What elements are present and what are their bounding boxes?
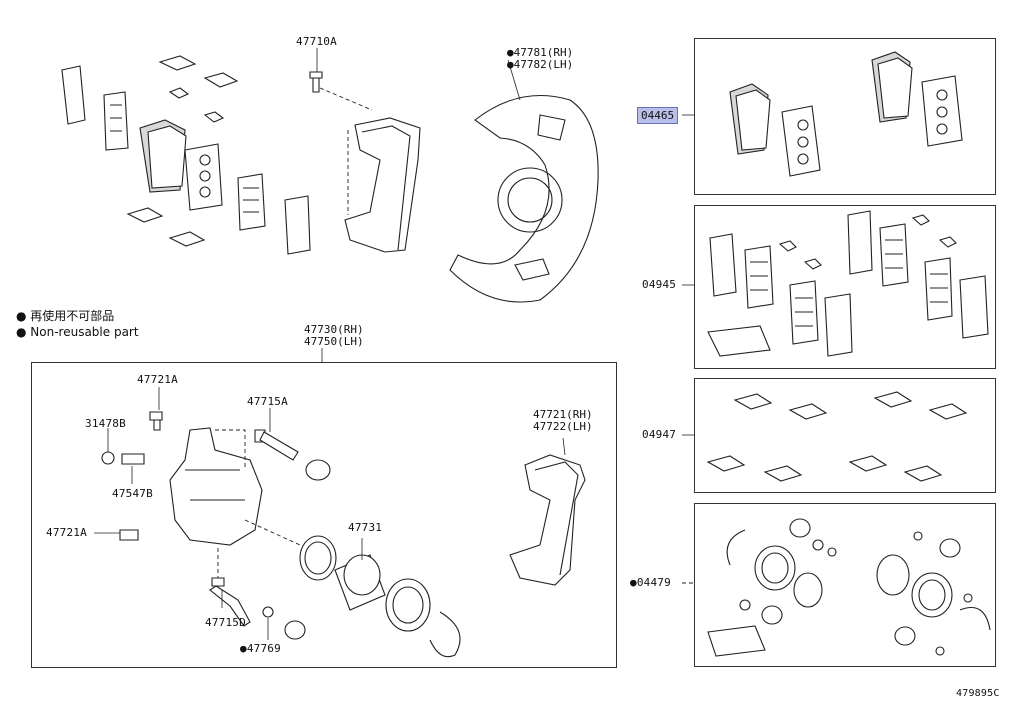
part-label-47721A-top[interactable]: 47721A — [137, 373, 178, 386]
caliper-assembly-illustration — [101, 411, 586, 658]
part-label-47782-lh[interactable]: ●47782(LH) — [507, 58, 574, 71]
pad-kit-box-04465[interactable] — [694, 38, 996, 195]
caliper-bracket-illustration — [309, 71, 421, 253]
part-label-47730-rh[interactable]: 47730(RH) — [304, 323, 364, 336]
cylinder-kit-box-04479[interactable] — [694, 503, 996, 667]
disc-brake-dust-cover-illustration — [449, 94, 599, 303]
part-label-04945[interactable]: 04945 — [642, 278, 677, 291]
caliper-assembly-box — [31, 362, 617, 668]
part-label-04947[interactable]: 04947 — [642, 428, 677, 441]
front-pad-set-illustration — [61, 55, 311, 255]
legend-non-reusable-jp: ● 再使用不可部品 — [16, 309, 115, 323]
pad-kit-04465-illustration — [729, 51, 963, 177]
legend-non-reusable-en: ● Non-reusable part — [16, 325, 139, 339]
part-label-47722-lh[interactable]: 47722(LH) — [533, 420, 593, 433]
part-label-47769[interactable]: ●47769 — [240, 642, 281, 655]
part-label-04479[interactable]: ●04479 — [630, 576, 671, 589]
part-label-47721-rh[interactable]: 47721(RH) — [533, 408, 593, 421]
shim-kit-04945-illustration — [707, 210, 989, 357]
leader-lines — [94, 48, 694, 640]
anti-squeal-kit-box-04947[interactable] — [694, 378, 996, 493]
part-label-47547B[interactable]: 47547B — [112, 487, 153, 500]
anti-squeal-kit-04947-illustration — [706, 391, 968, 482]
shim-kit-box-04945[interactable] — [694, 205, 996, 369]
diagram-code: 479895C — [956, 688, 1000, 699]
part-label-47710A[interactable]: 47710A — [296, 35, 337, 48]
part-label-47721A-bottom[interactable]: 47721A — [46, 526, 87, 539]
part-label-31478B[interactable]: 31478B — [85, 417, 126, 430]
legend: ● 再使用不可部品 ● Non-reusable part — [16, 308, 139, 340]
part-label-04465-selected[interactable]: 04465 — [637, 107, 679, 124]
part-label-47715D[interactable]: 47715D — [205, 616, 246, 629]
part-label-47781-rh[interactable]: ●47781(RH) — [507, 46, 574, 59]
cylinder-kit-04479-illustration — [707, 518, 991, 657]
part-label-47715A[interactable]: 47715A — [247, 395, 288, 408]
part-label-47731[interactable]: 47731 — [348, 521, 383, 534]
part-label-47750-lh[interactable]: 47750(LH) — [304, 335, 364, 348]
